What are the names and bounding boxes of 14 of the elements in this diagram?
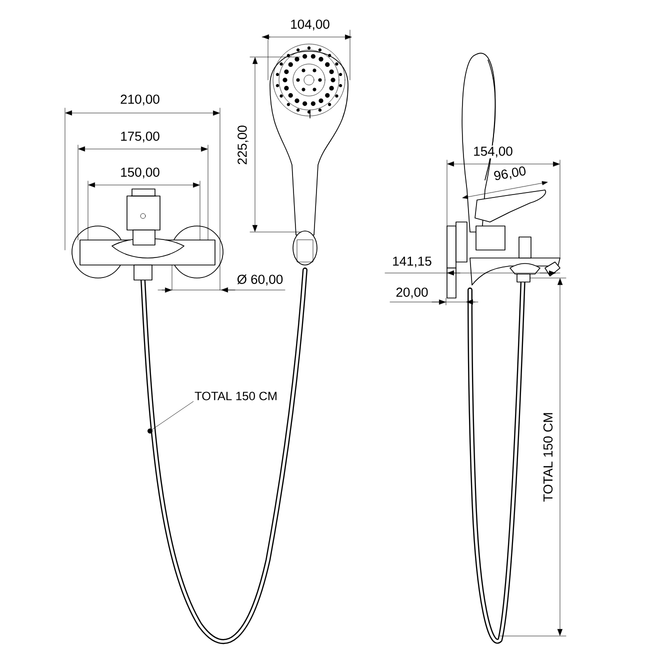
dimension-label: TOTAL 150 CM xyxy=(542,411,554,503)
dimension-label: 210,00 xyxy=(119,94,161,106)
dimension-label: 150,00 xyxy=(119,166,161,180)
dimension-label: 175,00 xyxy=(119,130,161,144)
leader-text: TOTAL 150 CM xyxy=(194,392,276,400)
leader-line xyxy=(152,401,194,430)
dimension-label: 96,00 xyxy=(492,164,528,184)
dimension-label: 141,15 xyxy=(391,256,433,268)
hose-point xyxy=(148,428,152,434)
dimension-label: 104,00 xyxy=(289,18,331,32)
dimension-label: Ø 60,00 xyxy=(236,274,284,286)
dimension-label: 225,00 xyxy=(236,124,250,166)
dimension-label: 20,00 xyxy=(394,286,430,300)
dimension-label: 154,00 xyxy=(472,146,514,158)
